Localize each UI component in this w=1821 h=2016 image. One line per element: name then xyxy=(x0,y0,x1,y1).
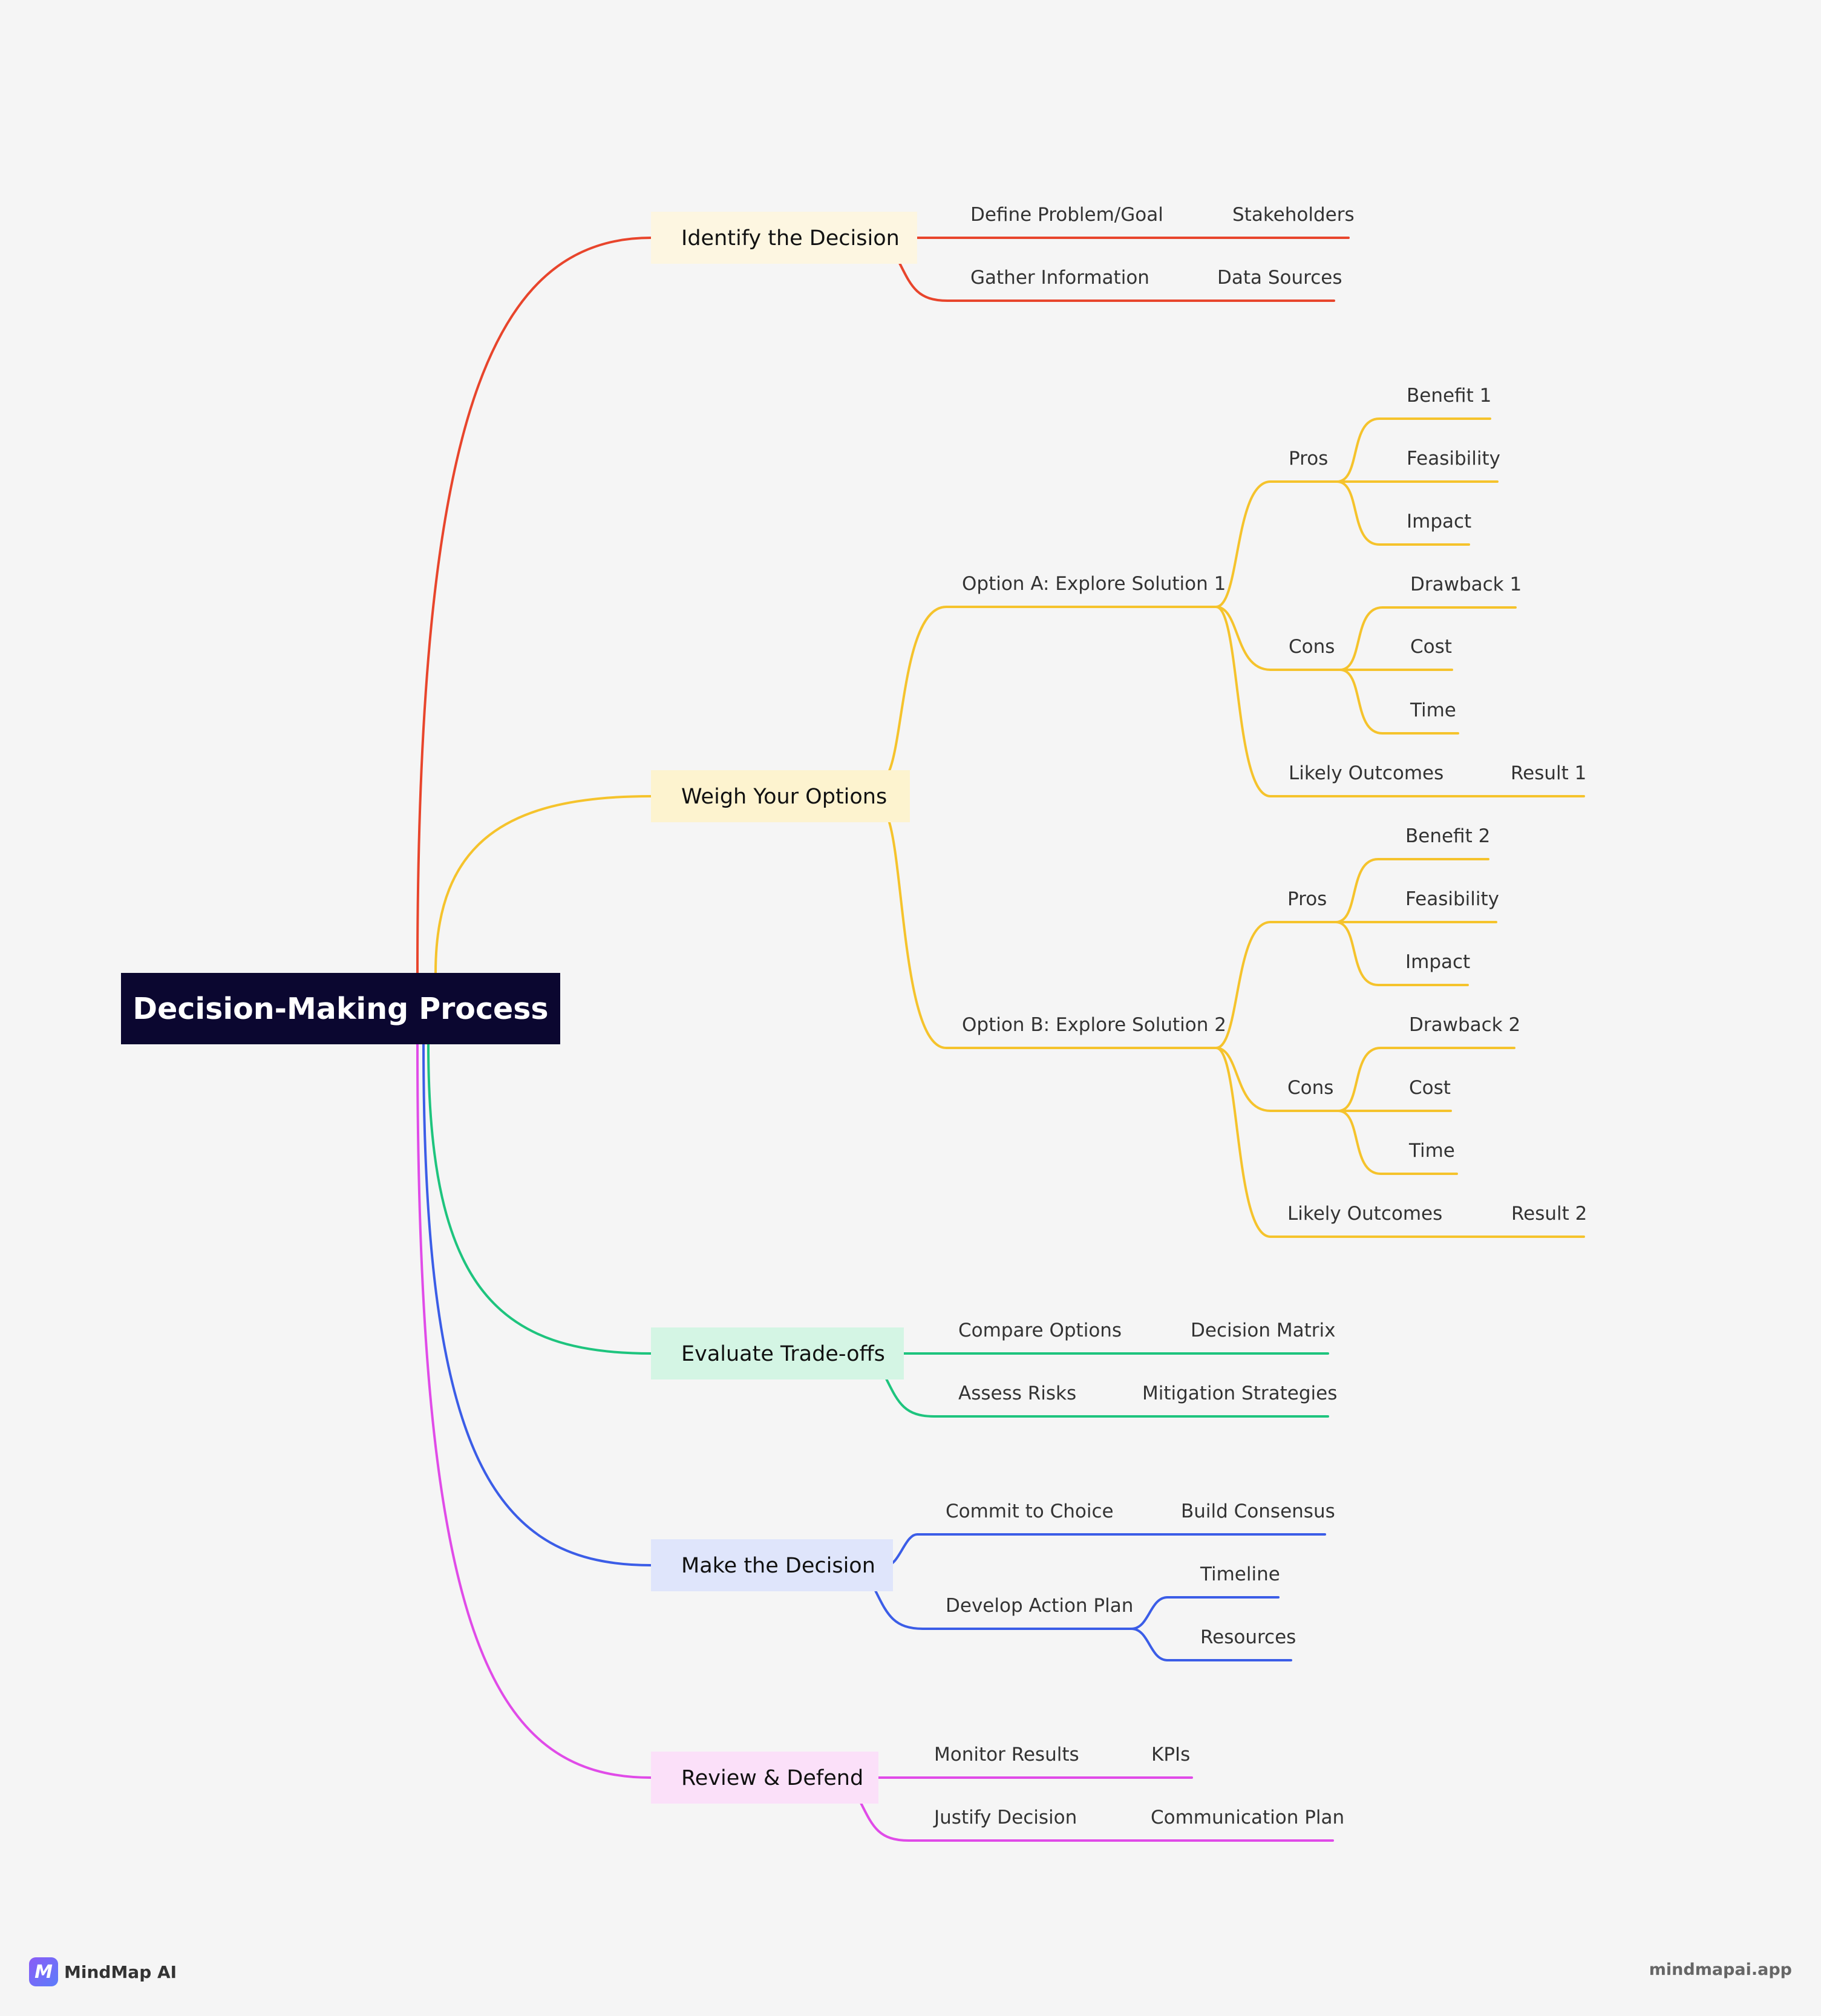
branch-3-child-0-leaf-0-label: Build Consensus xyxy=(1181,1501,1335,1522)
root-to-branch-4-line xyxy=(416,1043,652,1779)
option-1-sub-0-line xyxy=(1215,921,1337,1049)
option-1-sub-2-label: Likely Outcomes xyxy=(1287,1203,1442,1225)
option-1-sub-0-leaf-2-label: Impact xyxy=(1405,951,1470,973)
branch-3-child-1-leaf-1-label: Resources xyxy=(1200,1626,1296,1648)
option-0-sub-0-label: Pros xyxy=(1289,448,1328,470)
branch-0-child-0-label: Define Problem/Goal xyxy=(970,204,1163,226)
option-0-sub-1-leaf-2-line xyxy=(1339,669,1459,735)
root-to-branch-0-line xyxy=(416,237,652,974)
branch-4-child-1-label: Justify Decision xyxy=(933,1807,1077,1828)
branch-3-child-1-line xyxy=(874,1588,1133,1630)
branch-2-child-1-line xyxy=(884,1376,1126,1418)
branch-2-child-0-label: Compare Options xyxy=(958,1320,1122,1341)
option-1-sub-0-label: Pros xyxy=(1287,888,1327,910)
branch-4-child-1-line xyxy=(859,1801,1139,1842)
brand-name: MindMap AI xyxy=(64,1962,177,1982)
branch-3-child-1-leaf-0-line xyxy=(1130,1596,1169,1630)
option-0-line xyxy=(888,606,1217,773)
branch-2-child-0-leaf-0-label: Decision Matrix xyxy=(1191,1320,1335,1341)
root-node-label: Decision-Making Process xyxy=(132,992,548,1026)
option-1-sub-1-leaf-0-label: Drawback 2 xyxy=(1409,1014,1520,1036)
branch-2-child-1-label: Assess Risks xyxy=(958,1383,1076,1404)
branch-3-box xyxy=(651,1539,893,1591)
option-0-sub-0-line xyxy=(1215,480,1338,608)
option-0-sub-0-leaf-2-line xyxy=(1336,480,1470,546)
option-0-sub-0-leaf-2-label: Impact xyxy=(1407,511,1471,532)
option-0-sub-2-label: Likely Outcomes xyxy=(1289,762,1443,784)
branch-3-child-1-leaf-0-label: Timeline xyxy=(1200,1563,1280,1585)
branch-0-child-1-leaf-0-label: Data Sources xyxy=(1217,267,1342,289)
option-1-sub-1-label: Cons xyxy=(1287,1077,1333,1099)
option-1-sub-2-line xyxy=(1215,1047,1494,1238)
option-1-sub-0-leaf-0-line xyxy=(1335,858,1489,923)
branch-1-box xyxy=(651,770,910,822)
option-1-sub-0-leaf-2-line xyxy=(1335,921,1469,986)
option-0-sub-1-leaf-1-label: Cost xyxy=(1410,636,1452,658)
branch-4-label: Review & Defend xyxy=(681,1766,863,1790)
branch-4-box xyxy=(651,1752,878,1804)
option-1-sub-1-leaf-2-line xyxy=(1337,1110,1458,1175)
branch-3-child-1-leaf-1-line xyxy=(1130,1628,1169,1661)
root-to-branch-1-line xyxy=(434,795,652,974)
branch-2-child-1-leaf-0-label: Mitigation Strategies xyxy=(1142,1383,1337,1404)
option-0-sub-1-line xyxy=(1215,606,1341,671)
branch-3-label: Make the Decision xyxy=(681,1554,875,1578)
option-1-sub-2-leaf-0-label: Result 2 xyxy=(1511,1203,1587,1225)
branch-0-child-1-line xyxy=(898,261,1205,302)
branch-3-child-0-line xyxy=(886,1533,1163,1566)
option-1-line xyxy=(888,819,1217,1049)
option-0-label: Option A: Explore Solution 1 xyxy=(962,573,1226,595)
option-1-sub-0-leaf-1-label: Feasibility xyxy=(1405,888,1499,910)
root-to-branch-3-line xyxy=(422,1043,652,1566)
option-0-sub-2-line xyxy=(1215,606,1496,797)
footer-brand[interactable]: M MindMap AI xyxy=(29,1957,177,1987)
option-0-sub-2-leaf-0-label: Result 1 xyxy=(1511,762,1586,784)
option-1-sub-0-leaf-0-label: Benefit 2 xyxy=(1405,825,1490,847)
mindmap-logo-icon: M xyxy=(29,1957,58,1986)
option-1-sub-1-leaf-0-line xyxy=(1337,1047,1515,1112)
option-0-sub-1-leaf-0-line xyxy=(1339,606,1517,671)
root-node[interactable]: Decision-Making Process xyxy=(121,973,560,1044)
branch-2-box xyxy=(651,1327,904,1379)
root-node-box xyxy=(121,973,560,1044)
option-1-sub-1-leaf-2-label: Time xyxy=(1408,1140,1455,1162)
mind-map-nodes: Decision-Making Process Identify the Dec… xyxy=(121,204,1587,1828)
branch-2-label: Evaluate Trade-offs xyxy=(681,1342,885,1366)
branch-4-child-1-leaf-0-label: Communication Plan xyxy=(1151,1807,1344,1828)
option-0-sub-1-leaf-2-label: Time xyxy=(1410,699,1456,721)
branch-4-child-0-label: Monitor Results xyxy=(934,1744,1079,1766)
option-0-sub-0-leaf-0-line xyxy=(1336,417,1491,483)
root-to-branch-2-line xyxy=(427,1043,652,1355)
option-1-label: Option B: Explore Solution 2 xyxy=(962,1014,1226,1036)
branch-3-child-1-label: Develop Action Plan xyxy=(946,1595,1133,1617)
option-0-sub-1-label: Cons xyxy=(1289,636,1335,658)
branch-0-label: Identify the Decision xyxy=(681,226,900,250)
branch-0-child-1-label: Gather Information xyxy=(970,267,1149,289)
branch-1-label: Weigh Your Options xyxy=(681,785,887,809)
option-1-sub-1-line xyxy=(1215,1047,1339,1112)
option-0-sub-0-leaf-1-label: Feasibility xyxy=(1407,448,1500,470)
option-0-sub-1-leaf-0-label: Drawback 1 xyxy=(1410,574,1522,595)
branch-0-box xyxy=(651,212,917,264)
branch-0-child-0-leaf-0-label: Stakeholders xyxy=(1232,204,1355,226)
option-1-sub-1-leaf-1-label: Cost xyxy=(1409,1077,1451,1099)
branch-3-child-0-label: Commit to Choice xyxy=(946,1501,1114,1522)
option-0-sub-0-leaf-0-label: Benefit 1 xyxy=(1407,385,1491,407)
branch-4-child-0-leaf-0-label: KPIs xyxy=(1151,1744,1190,1766)
footer-url[interactable]: mindmapai.app xyxy=(1649,1960,1792,1979)
